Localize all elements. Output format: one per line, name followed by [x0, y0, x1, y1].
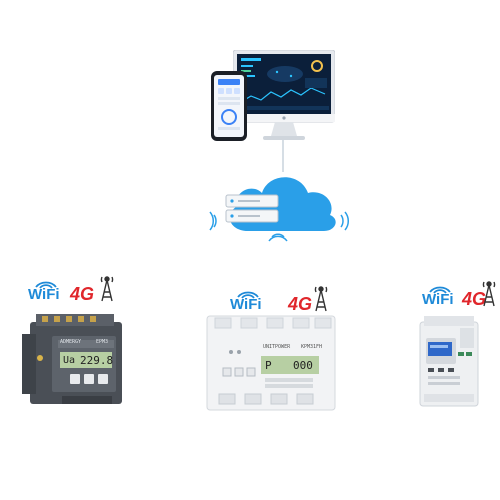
wifi-icon	[33, 276, 59, 294]
smartphone	[210, 70, 248, 142]
antenna-icon	[314, 284, 328, 317]
lcd-display	[60, 352, 112, 368]
meter-model: KPM31FH	[301, 344, 323, 350]
wifi-icon	[427, 281, 453, 299]
signal-waves-icon	[209, 211, 349, 242]
cellular-label: 4G	[288, 294, 313, 314]
meter-button	[84, 374, 94, 384]
meter-button	[98, 374, 108, 384]
lcd-display	[261, 356, 319, 374]
cellular-label: 4G	[462, 289, 487, 309]
connectivity-badge-left: WiFi 4G	[24, 272, 114, 304]
wifi-label: WiFi	[230, 296, 262, 313]
energy-meter-center: UNITPOWER KPM31FH P 000	[205, 314, 337, 412]
antenna-icon	[482, 279, 496, 312]
connectivity-badge-right: WiFi 4G	[418, 279, 500, 311]
wifi-label: WiFi	[28, 286, 60, 303]
lcd-display	[428, 342, 452, 356]
wifi-icon	[235, 286, 261, 304]
lcd-reading: 229.8	[80, 354, 114, 367]
energy-meter-left: ADMERGY EPM3 Ua 229.8	[22, 312, 126, 412]
meter-model: EPM3	[96, 339, 109, 345]
cellular-label: 4G	[70, 284, 95, 304]
meter-brand: ADMERGY	[60, 339, 82, 345]
energy-meter-right	[414, 314, 484, 410]
connectivity-badge-center: WiFi 4G	[226, 284, 328, 316]
antenna-icon	[100, 274, 114, 307]
server-icon	[225, 194, 279, 223]
wifi-label: WiFi	[422, 291, 454, 308]
meter-brand: UNITPOWER	[263, 344, 291, 350]
desktop-monitor	[232, 49, 336, 142]
cloud-server	[200, 165, 355, 245]
meter-button	[70, 374, 80, 384]
lcd-reading: 000	[293, 359, 313, 372]
lcd-reading-prefix: Ua	[63, 355, 76, 366]
lcd-reading-prefix: P	[265, 359, 272, 372]
